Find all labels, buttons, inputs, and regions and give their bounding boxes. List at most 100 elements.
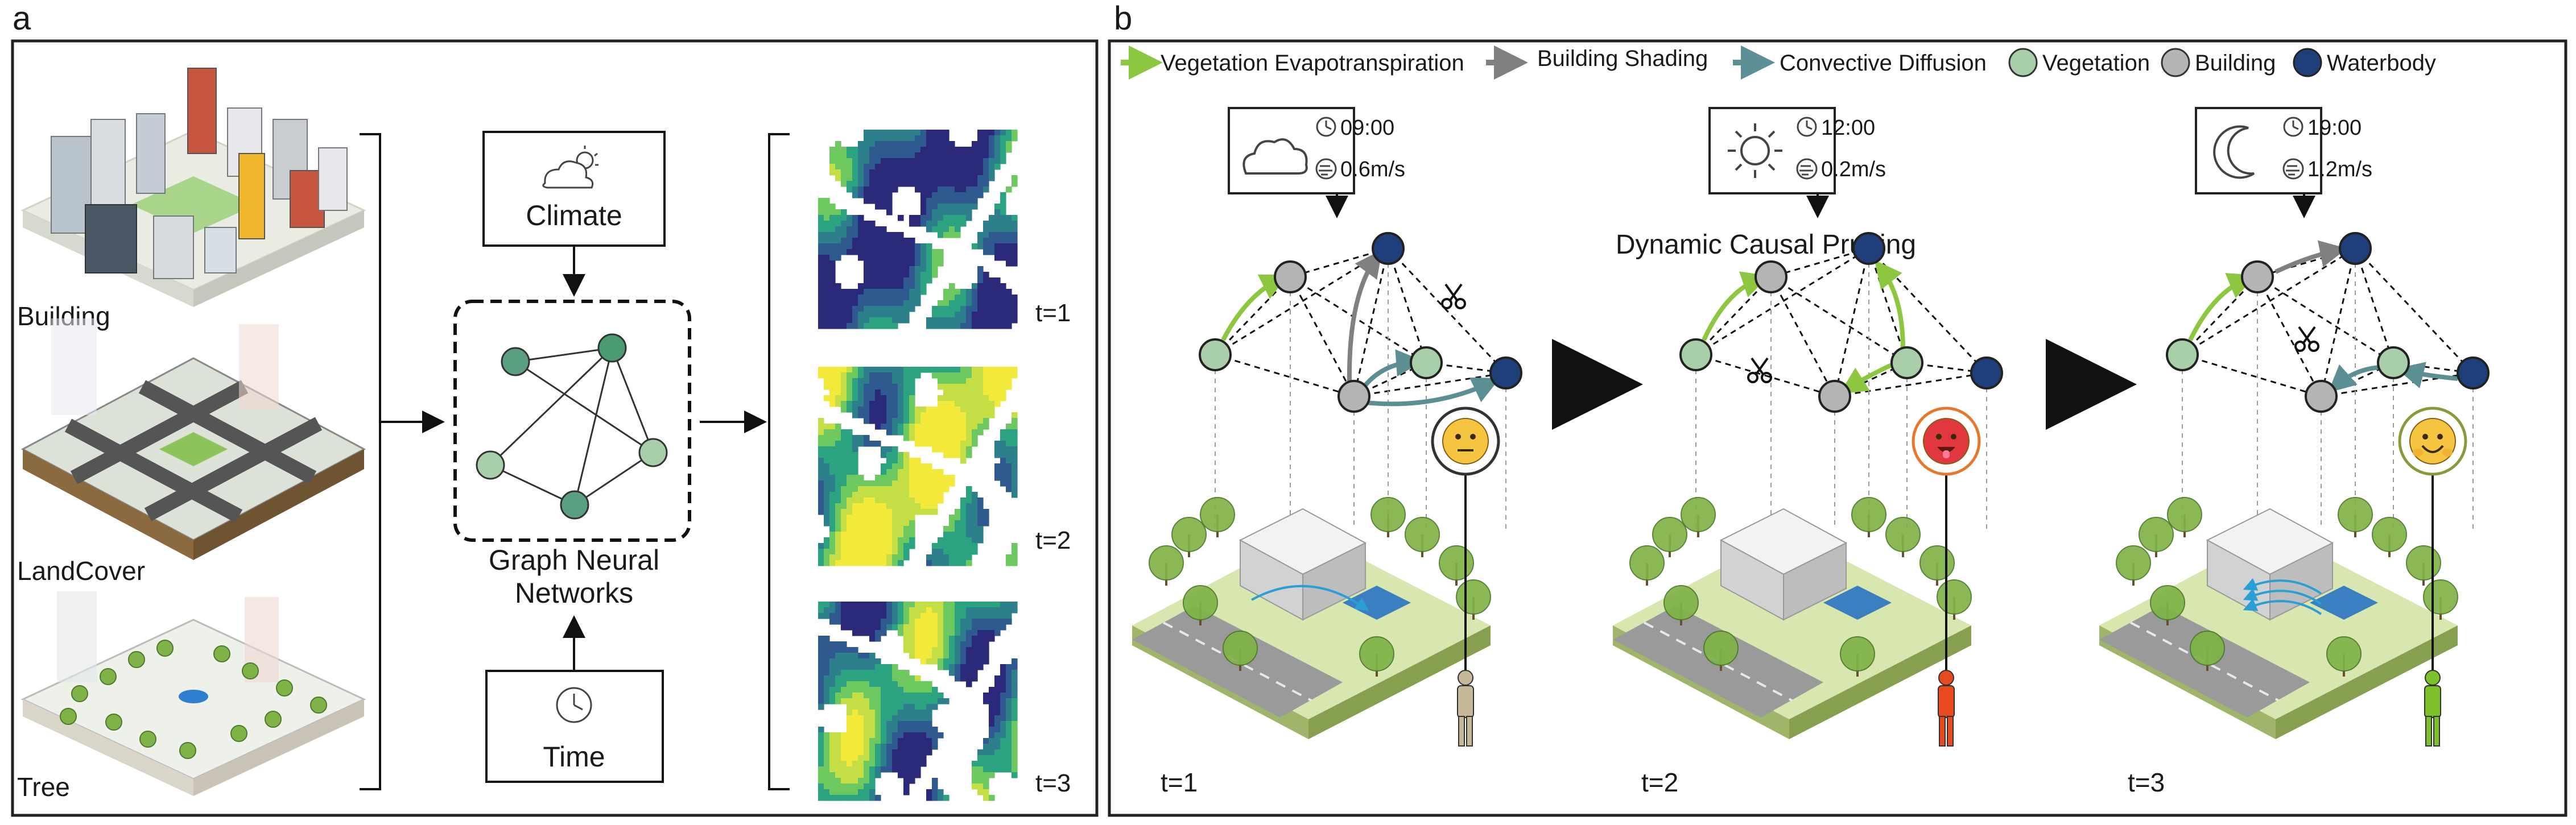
legend-waterbody: Waterbody bbox=[2327, 51, 2436, 76]
evapotranspiration-arrow bbox=[2188, 273, 2256, 341]
scenario-wind: 0.6m/s bbox=[1340, 157, 1405, 181]
waterbody-node bbox=[1852, 232, 1885, 265]
vegetation-node-icon bbox=[2008, 48, 2038, 77]
scenario-time: 12:00 bbox=[1821, 116, 1875, 140]
building-node bbox=[1755, 260, 1787, 293]
clock-icon bbox=[556, 687, 592, 723]
building-input-illustration bbox=[20, 68, 366, 307]
legend: Vegetation Evapotranspiration Building S… bbox=[1121, 45, 2436, 80]
building-node bbox=[1274, 260, 1307, 293]
heatmap-t2 bbox=[818, 367, 1018, 566]
moon-icon bbox=[2213, 125, 2255, 179]
scenario-time: 09:00 bbox=[1340, 116, 1394, 140]
graph-edge bbox=[1215, 354, 1355, 397]
scenario-2: 12:000.2m/st=2 bbox=[1613, 107, 2003, 797]
tree-input-illustration bbox=[20, 591, 366, 796]
clock-icon bbox=[1316, 117, 1336, 137]
legend-building: Building bbox=[2195, 51, 2276, 76]
graph-edge bbox=[2257, 276, 2394, 364]
graph-edge bbox=[1387, 248, 1427, 363]
graph-edge bbox=[2256, 276, 2322, 397]
scenario-time-step-label: t=3 bbox=[2128, 768, 2165, 797]
input-label-landcover: LandCover bbox=[17, 556, 145, 586]
convective-arrow bbox=[2328, 364, 2382, 393]
convective-arrow bbox=[1365, 377, 1500, 407]
heatmap-t1 bbox=[818, 130, 1018, 329]
convective-arrow bbox=[1362, 349, 1423, 388]
climate-box bbox=[482, 131, 666, 247]
shading-arrow bbox=[1347, 250, 1382, 384]
scenario-wind: 1.2m/s bbox=[2307, 157, 2372, 181]
evapotranspiration-arrow bbox=[1839, 362, 1895, 394]
graph-edge bbox=[2320, 248, 2356, 397]
scenario-time: 19:00 bbox=[2307, 116, 2362, 140]
vegetation-node bbox=[2166, 338, 2199, 371]
graph-edge bbox=[2181, 276, 2259, 356]
graph-edge bbox=[1695, 354, 1835, 397]
graph-edge bbox=[1770, 247, 1869, 278]
scenario-time-step-label: t=1 bbox=[1161, 768, 1198, 797]
graph-edge bbox=[1695, 247, 1869, 356]
legend-vegetation-evapotranspiration: Vegetation Evapotranspiration bbox=[1161, 51, 1464, 76]
waterbody-node bbox=[1970, 356, 2003, 389]
waterbody-node bbox=[2457, 356, 2490, 389]
person-figure bbox=[2424, 670, 2441, 747]
graph-edge bbox=[2354, 247, 2474, 374]
building-node bbox=[2241, 260, 2274, 293]
panel-a-frame bbox=[11, 39, 1099, 817]
sun-icon bbox=[1728, 123, 1782, 178]
evapotranspiration-arrow bbox=[1702, 271, 1770, 341]
gnn-label-line1: Graph Neural bbox=[489, 544, 659, 576]
output-label-t3: t=3 bbox=[1035, 769, 1071, 797]
time-label: Time bbox=[543, 741, 605, 773]
graph-edge bbox=[2257, 247, 2356, 278]
clock-icon bbox=[1797, 117, 1817, 137]
panel-b-frame bbox=[1108, 39, 2567, 817]
input-bracket bbox=[360, 133, 381, 790]
time-box bbox=[485, 670, 664, 783]
climate-label: Climate bbox=[526, 200, 622, 231]
cloud-icon bbox=[1242, 138, 1308, 175]
panel-a-label: a bbox=[13, 0, 31, 37]
weather-card bbox=[1228, 107, 1355, 194]
graph-edge bbox=[2182, 247, 2356, 356]
legend-vegetation: Vegetation bbox=[2042, 51, 2150, 76]
graph-edge bbox=[1290, 276, 1427, 364]
panel-a: a Building bbox=[11, 0, 1099, 817]
convective-arrow bbox=[2396, 362, 2458, 389]
person-figure bbox=[1938, 670, 1955, 747]
vegetation-node bbox=[1679, 338, 1712, 371]
legend-building-shading: Building Shading bbox=[1537, 46, 1708, 71]
gnn-graph bbox=[476, 333, 668, 520]
graph-edge bbox=[1290, 247, 1389, 278]
waterbody-node bbox=[1489, 356, 1522, 389]
vegetation-node bbox=[2377, 346, 2410, 379]
output-label-t2: t=2 bbox=[1035, 526, 1071, 554]
person-figure bbox=[1457, 670, 1474, 747]
panel-b-label: b bbox=[1114, 0, 1132, 37]
graph-edge bbox=[1353, 248, 1389, 397]
neutral-face-icon bbox=[1442, 418, 1489, 465]
graph-edge bbox=[1214, 276, 1291, 356]
graph-edge bbox=[2354, 248, 2395, 363]
graph-edge bbox=[1770, 276, 1908, 364]
graph-edge bbox=[1289, 276, 1355, 397]
scissors-icon bbox=[1441, 283, 1466, 309]
scenario-3: 19:00 1.2m/s t=3 bbox=[2099, 107, 2490, 797]
urban-site-illustration bbox=[1613, 497, 1972, 739]
waterbody-node-icon bbox=[2293, 48, 2322, 77]
panel-b: b Vegetation Evapotranspiration Building… bbox=[1108, 0, 2567, 817]
graph-edge bbox=[1834, 248, 1870, 397]
graph-edge bbox=[1215, 247, 1389, 356]
waterbody-node bbox=[1372, 232, 1405, 265]
output-label-t1: t=1 bbox=[1035, 299, 1071, 327]
scissors-icon bbox=[1747, 357, 1772, 383]
hot-face-icon bbox=[1923, 418, 1970, 465]
scissors-icon bbox=[2294, 326, 2319, 352]
graph-edge bbox=[1353, 372, 1506, 397]
scenario-time-step-label: t=2 bbox=[1641, 768, 1678, 797]
heatmap-t3 bbox=[818, 602, 1018, 801]
wind-icon bbox=[1315, 158, 1337, 180]
graph-edge bbox=[1868, 247, 1988, 374]
